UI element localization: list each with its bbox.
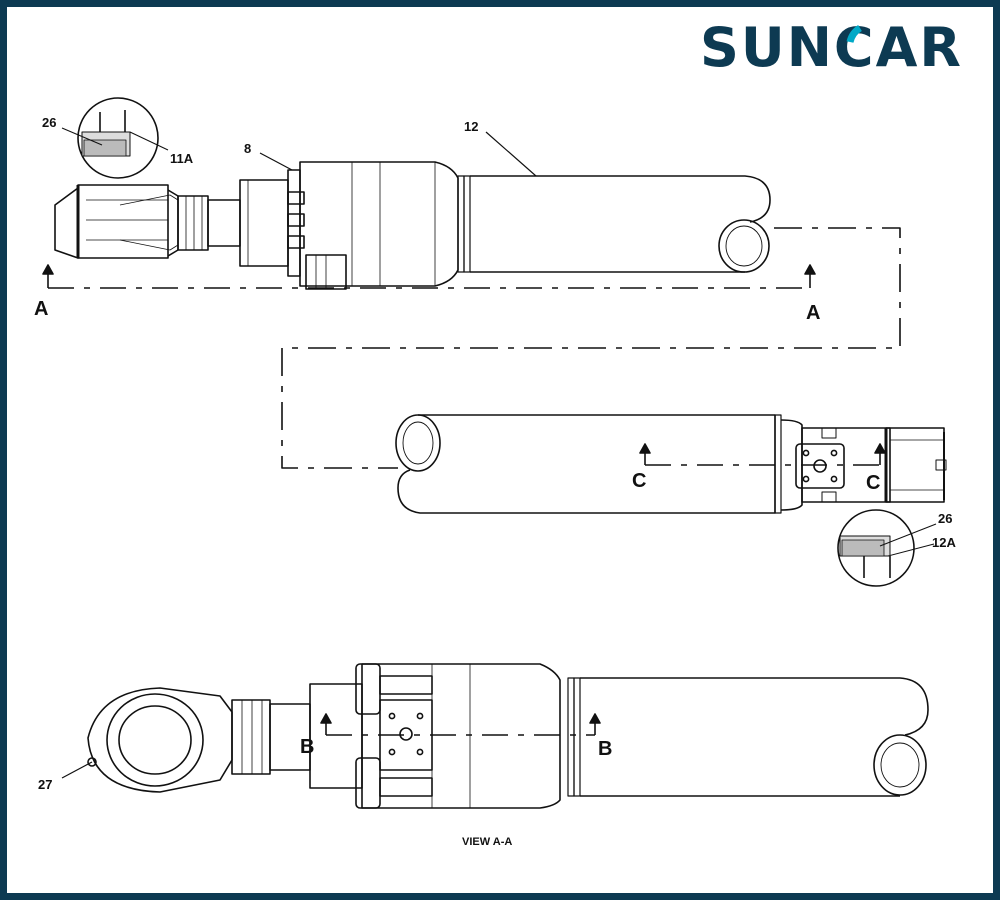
barrel-break: [718, 219, 770, 273]
section-label-a-right: A: [806, 302, 821, 324]
section-line-a: [42, 264, 816, 289]
rod-end-cap: [54, 187, 79, 259]
suncar-logo: SUNCAR: [700, 14, 990, 79]
middle-cylinder-assembly: [395, 414, 947, 514]
barrel: [397, 414, 776, 514]
callout-11a: 11A: [170, 151, 194, 166]
cylinder-head: [361, 663, 561, 809]
callout-26-middle: 26: [938, 511, 953, 526]
detail-circle-middle: [837, 509, 937, 587]
logo-accent-icon: [846, 25, 863, 44]
rod-neck: [231, 699, 271, 775]
gland-nut-top: [355, 663, 381, 715]
bottom-cylinder-assembly: [87, 663, 929, 809]
bolt-head: [287, 213, 305, 227]
gland-nut: [287, 169, 301, 277]
bolt-head: [287, 191, 305, 205]
cap-end: [780, 419, 803, 511]
section-label-c-left: C: [632, 470, 647, 492]
mount-flange: [795, 443, 845, 489]
rod-collar: [177, 195, 209, 251]
ring: [457, 175, 465, 273]
callout-8: 8: [244, 141, 252, 156]
barrel-break: [873, 734, 927, 796]
gland: [309, 683, 363, 789]
callout-26-top: 26: [42, 115, 57, 130]
section-line-c: [639, 443, 886, 466]
barrel-top: [580, 677, 929, 736]
bolt-head: [287, 235, 305, 249]
continuation-line: [281, 227, 901, 469]
piston-rod: [207, 199, 241, 247]
gland-nut-bottom: [355, 757, 381, 809]
top-cylinder-assembly: [54, 161, 771, 290]
cylinder-head: [299, 161, 459, 287]
view-caption: VIEW A-A: [462, 836, 513, 848]
detail-circle-top: [61, 97, 169, 179]
callout-12: 12: [464, 119, 479, 134]
section-label-c-right: C: [866, 472, 881, 494]
logo-text: SUNCAR: [700, 16, 963, 74]
section-line-b: [320, 713, 601, 736]
callout-27: 27: [38, 777, 53, 792]
cap-eye: [885, 427, 945, 503]
barrel-top: [470, 175, 771, 223]
section-label-b-right: B: [598, 738, 613, 760]
section-label-b-left: B: [300, 736, 315, 758]
logo-mark: SUNCAR: [700, 16, 963, 79]
ring: [463, 175, 471, 273]
section-label-a-left: A: [34, 298, 49, 320]
rod-eye: [87, 687, 233, 793]
gland: [239, 179, 289, 267]
callout-12a: 12A: [932, 535, 956, 550]
